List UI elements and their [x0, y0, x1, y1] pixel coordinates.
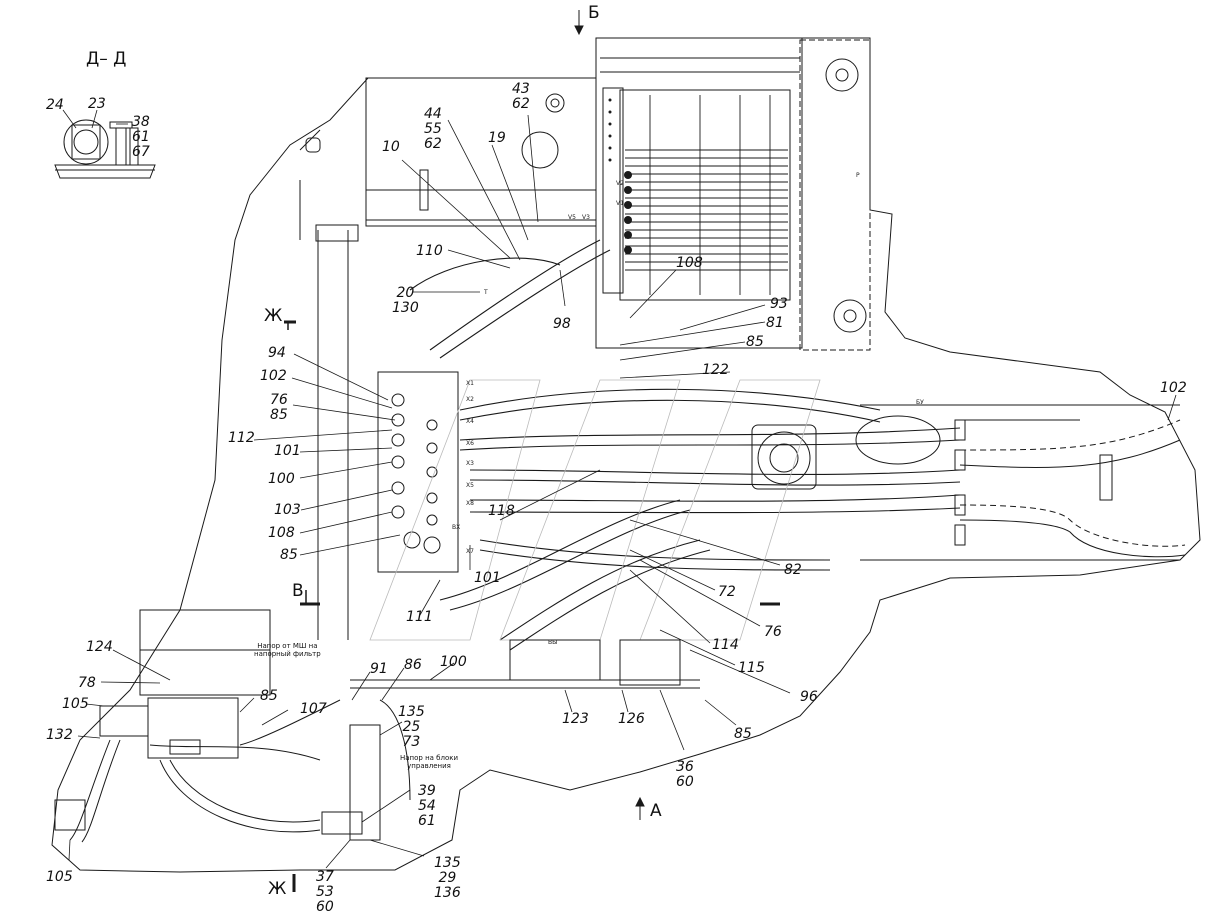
callout-115: 115 — [738, 660, 765, 676]
callout-101b: 101 — [474, 570, 501, 586]
port-mark: Р — [856, 172, 860, 179]
callout-102b: 102 — [1160, 380, 1187, 396]
callout-85a: 85 — [746, 334, 764, 350]
callout-91: 91 — [370, 661, 388, 677]
callout-86: 86 — [404, 657, 422, 673]
callout-132: 132 — [46, 727, 73, 743]
callout-112: 112 — [228, 430, 255, 446]
callout-82: 82 — [784, 562, 802, 578]
section-title: Д– Д — [86, 49, 127, 69]
callout-108a: 108 — [676, 255, 703, 271]
callout-126: 126 — [618, 711, 645, 727]
view-marker-zh-bottom: Ж — [268, 879, 287, 899]
port-mark: Т — [484, 289, 488, 296]
port-mark: БУ — [916, 399, 924, 406]
callout-100a: 100 — [268, 471, 295, 487]
port-mark: V1 — [616, 200, 624, 207]
callout-122: 122 — [702, 362, 729, 378]
valve-block — [377, 371, 459, 573]
callout-94: 94 — [268, 345, 286, 361]
callout-85c: 85 — [260, 688, 278, 704]
callout-101a: 101 — [274, 443, 301, 459]
port-mark: Х5 — [466, 482, 474, 489]
callout-107: 107 — [300, 701, 327, 717]
outer-contour — [51, 37, 1201, 873]
view-marker-v: В — [292, 581, 304, 601]
callout-96: 96 — [800, 689, 818, 705]
callout-123: 123 — [562, 711, 589, 727]
callout-85d: 85 — [734, 726, 752, 742]
port-mark: ВХ — [452, 524, 461, 531]
callout-105a: 105 — [62, 696, 89, 712]
filter-block — [147, 697, 239, 759]
port-mark: Х7 — [466, 548, 474, 555]
view-marker-b: Б — [588, 3, 600, 23]
callout-118: 118 — [488, 503, 515, 519]
port-mark: Х1 — [466, 380, 474, 387]
callout-78: 78 — [78, 675, 96, 691]
view-marker-a: А — [650, 801, 662, 821]
port-mark: Х4 — [466, 418, 474, 425]
upper-plate — [365, 77, 597, 227]
callout-110: 110 — [416, 243, 443, 259]
port-mark: Х2 — [466, 396, 474, 403]
view-marker-zh-top: Ж — [264, 306, 283, 326]
callout-111: 111 — [406, 609, 433, 625]
callout-72: 72 — [718, 584, 736, 600]
port-mark: Х6 — [466, 440, 474, 447]
port-mark: V3 — [582, 214, 590, 221]
callout-85b: 85 — [280, 547, 298, 563]
callout-19: 19 — [488, 130, 506, 146]
callout-108b: 108 — [268, 525, 295, 541]
callout-98: 98 — [553, 316, 571, 332]
port-mark: V5 — [568, 214, 576, 221]
callout-76b: 76 — [764, 624, 782, 640]
port-mark: V2 — [616, 180, 624, 187]
port-mark: Х8 — [466, 500, 474, 507]
callout-23: 23 — [88, 96, 106, 112]
port-mark: Х3 — [466, 460, 474, 467]
callout-10: 10 — [382, 139, 400, 155]
callout-102a: 102 — [260, 368, 287, 384]
callout-24: 24 — [46, 97, 64, 113]
callout-81: 81 — [766, 315, 784, 331]
callout-105b: 105 — [46, 869, 73, 885]
callout-93: 93 — [770, 296, 788, 312]
callout-114: 114 — [712, 637, 739, 653]
callout-124: 124 — [86, 639, 113, 655]
callout-100b: 100 — [440, 654, 467, 670]
port-mark: ВЫ — [548, 639, 558, 646]
callout-103: 103 — [274, 502, 301, 518]
